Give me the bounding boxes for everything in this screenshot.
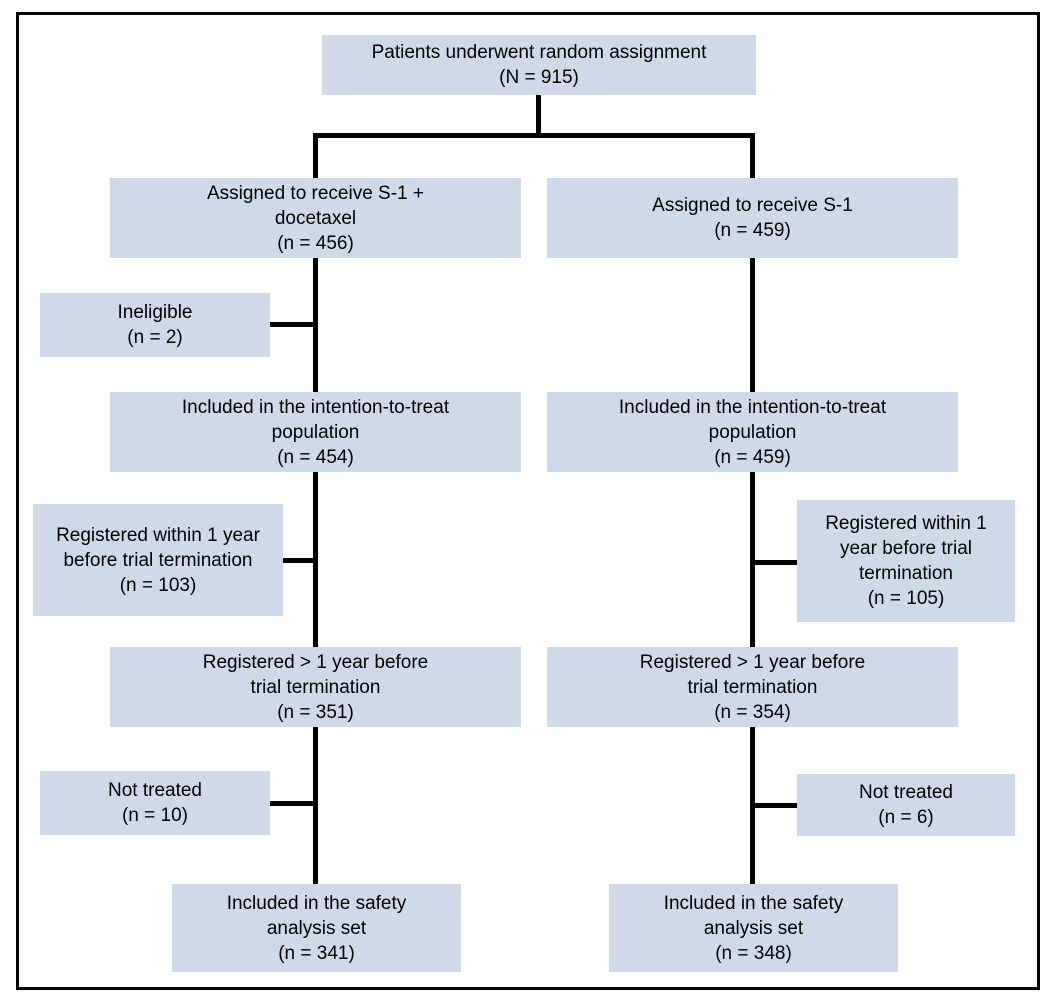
box-ineligible: Ineligible (n = 2) [40, 293, 270, 357]
box-itt-right: Included in the intention-to-treat popul… [547, 392, 958, 472]
connector-not-treated-left-stub [270, 801, 315, 806]
connector-left-itt-to-registered [313, 470, 318, 647]
box-assigned-s1-docetaxel: Assigned to receive S-1 + docetaxel (n =… [110, 178, 521, 258]
box-registered-over-1yr-right: Registered > 1 year before trial termina… [547, 647, 958, 727]
connector-left-registered-to-safety [313, 725, 318, 884]
connector-left-arm-drop [313, 133, 318, 178]
connector-right-arm-drop [750, 133, 755, 178]
box-registered-within-1yr-right: Registered within 1 year before trial te… [797, 500, 1015, 622]
connector-right-registered-to-safety [750, 725, 755, 884]
box-assigned-s1: Assigned to receive S-1 (n = 459) [547, 178, 958, 258]
box-itt-left: Included in the intention-to-treat popul… [110, 392, 521, 472]
connector-branch-horizontal [313, 133, 755, 138]
diagram-border [16, 12, 1040, 990]
connector-registered-within-left-stub [283, 558, 315, 563]
box-random-assignment: Patients underwent random assignment (N … [322, 35, 756, 95]
box-safety-right: Included in the safety analysis set (n =… [609, 884, 898, 972]
box-registered-over-1yr-left: Registered > 1 year before trial termina… [110, 647, 521, 727]
box-not-treated-right: Not treated (n = 6) [797, 774, 1015, 836]
connector-registered-within-right-stub [753, 560, 797, 565]
connector-top-vertical [536, 95, 541, 138]
connector-ineligible-stub [270, 322, 315, 327]
connector-right-itt-to-registered [750, 470, 755, 647]
connector-left-assigned-to-itt [313, 257, 318, 392]
box-registered-within-1yr-left: Registered within 1 year before trial te… [33, 504, 283, 616]
box-safety-left: Included in the safety analysis set (n =… [172, 884, 461, 972]
connector-right-assigned-to-itt [750, 257, 755, 392]
box-not-treated-left: Not treated (n = 10) [40, 771, 270, 835]
connector-not-treated-right-stub [753, 803, 797, 808]
